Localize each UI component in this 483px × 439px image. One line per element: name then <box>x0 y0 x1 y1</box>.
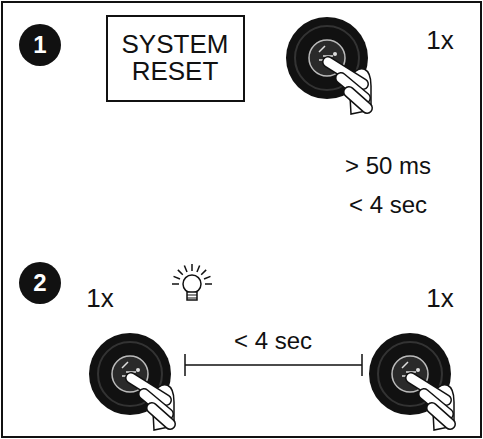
step-number: 1 <box>19 24 61 66</box>
box-text: SYSTEM RESET <box>122 31 229 86</box>
interval-note: < 4 sec <box>234 328 312 354</box>
knob-with-hand <box>286 17 371 114</box>
knob-with-hand <box>89 333 174 430</box>
repeat-count: 1x <box>426 284 453 313</box>
duration-note: < 4 sec <box>349 192 427 218</box>
step-number: 2 <box>19 262 61 304</box>
knob-with-hand <box>369 333 454 430</box>
light-bulb-symbol <box>172 264 212 300</box>
duration-note: > 50 ms <box>345 153 431 179</box>
step-number-text: 1 <box>33 32 46 57</box>
title-box: SYSTEM RESET <box>106 15 245 102</box>
dimension-line <box>185 354 362 376</box>
step-number-text: 2 <box>33 270 46 295</box>
repeat-count: 1x <box>426 26 453 55</box>
repeat-count: 1x <box>86 284 113 313</box>
